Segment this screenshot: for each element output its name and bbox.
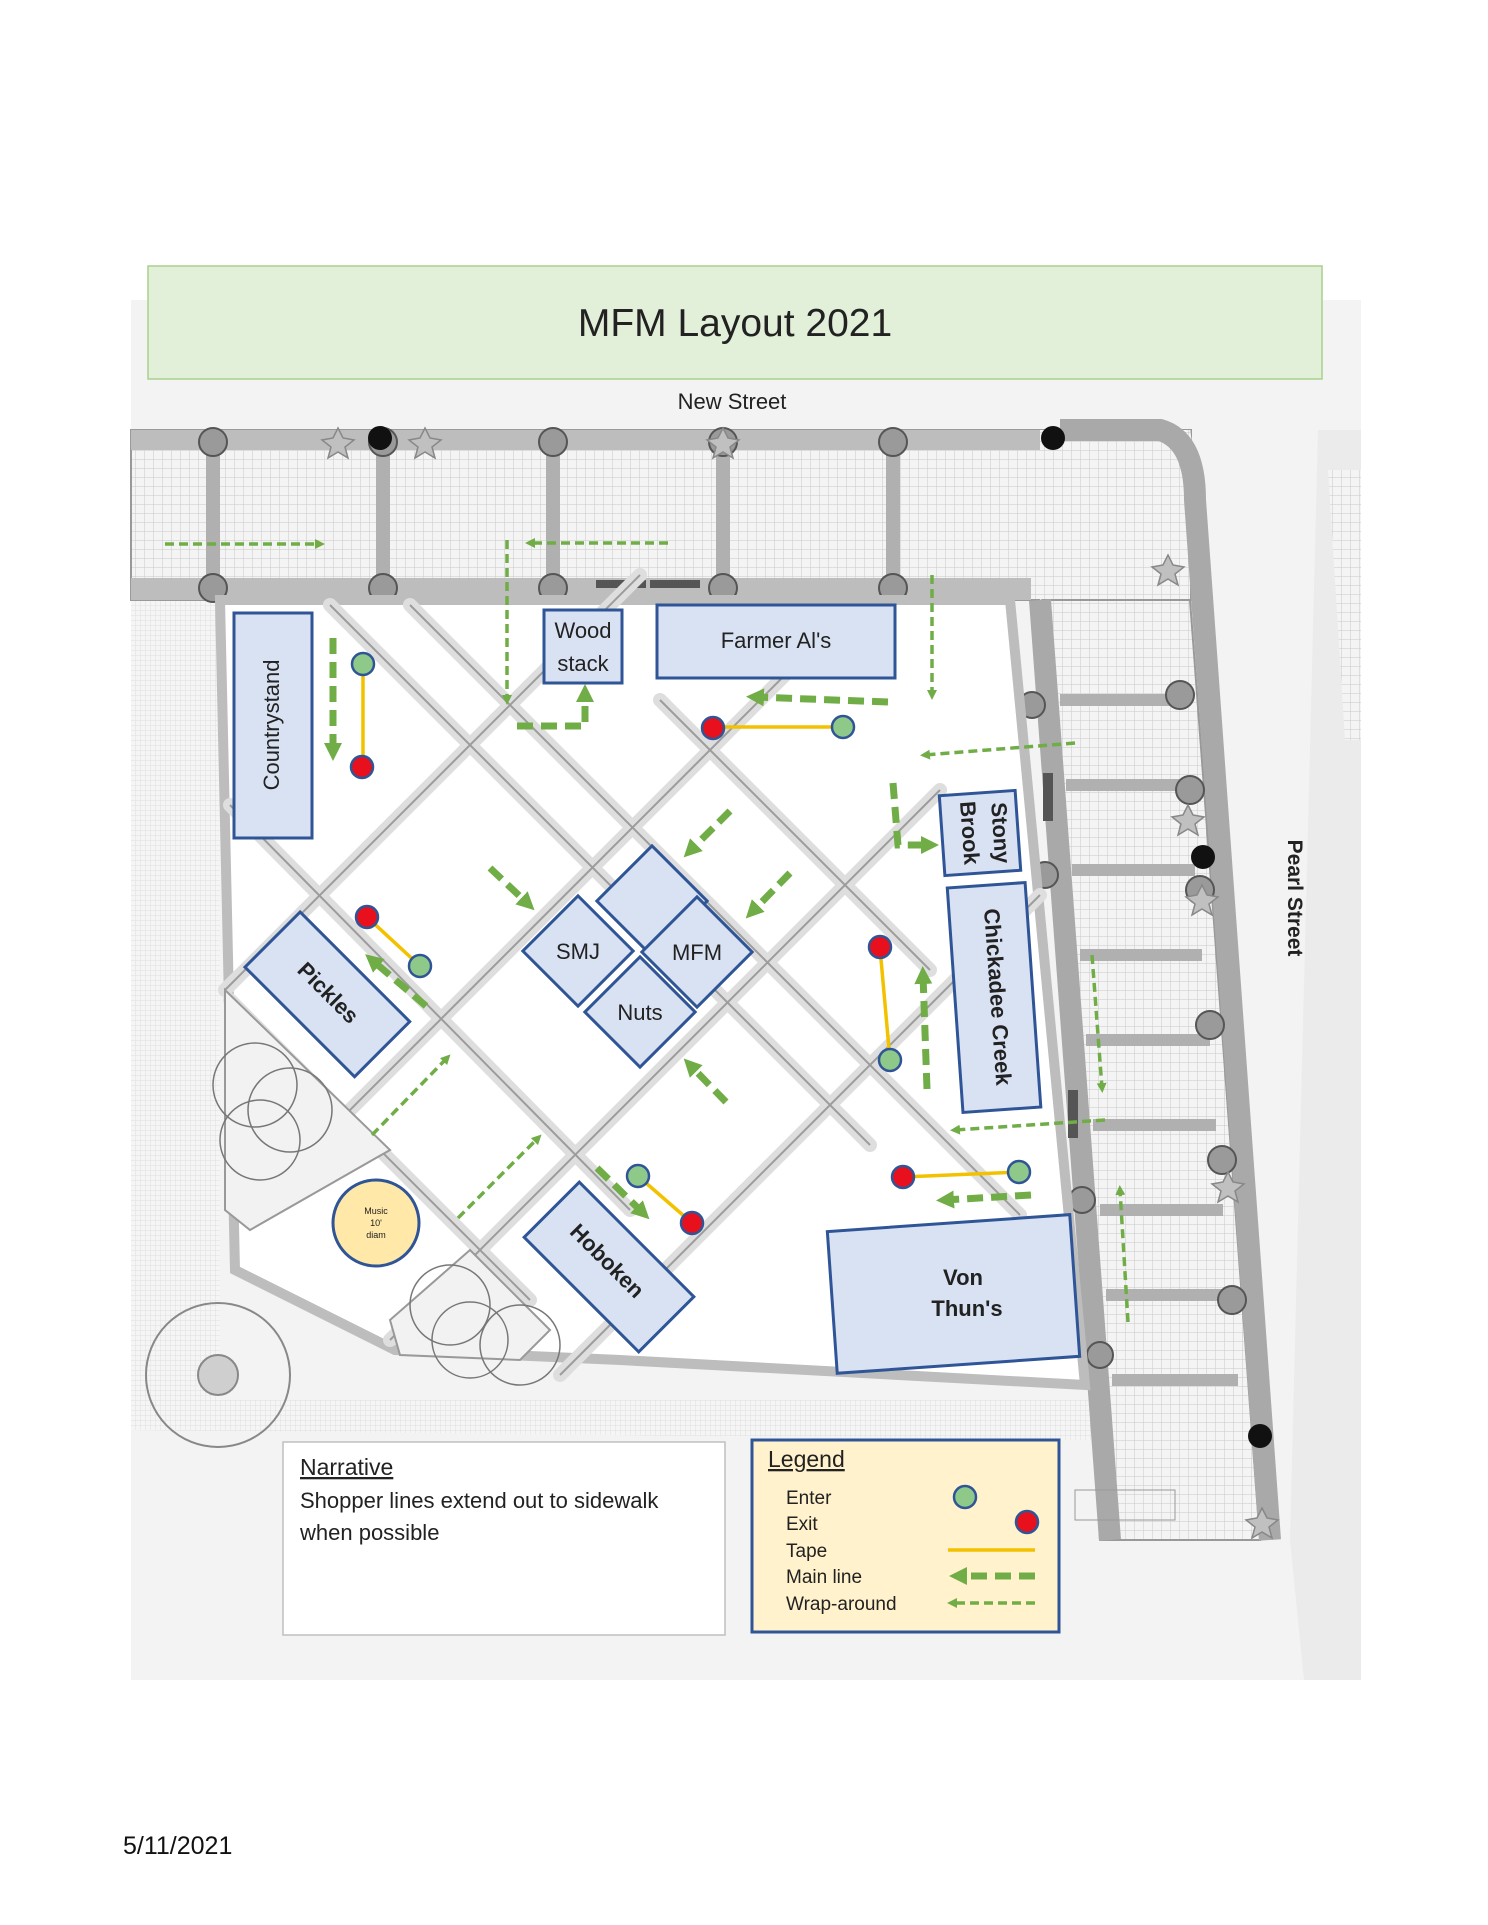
exit-dot-icon [890,1164,916,1190]
booth-label: MFM [672,940,722,965]
main-arrow [936,1190,1032,1209]
booth-chickadee-creek[interactable]: Chickadee Creek [945,880,1043,1115]
booth-label-line1: Von [943,1265,983,1290]
exit-dot-icon [679,1210,705,1236]
title-band [147,265,1323,380]
booth-pickles[interactable]: Pickles [242,909,412,1079]
booth-wood-stack[interactable]: Wood stack [542,608,624,685]
enter-dot-icon [877,1047,903,1073]
exit-dot-icon [867,934,893,960]
music-label-line2: 10' [370,1218,382,1228]
booth-label: Nuts [617,1000,662,1025]
narrative-line1: Shopper lines extend out to sidewalk [300,1488,659,1513]
tape-line [878,947,892,1061]
music-label-line3: diam [366,1230,386,1240]
legend-heading: Legend [768,1446,845,1472]
page-title: MFM Layout 2021 [578,302,892,345]
main-arrow [487,865,535,911]
booth-label-line1: Stony [986,802,1015,865]
booth-stony-brook[interactable]: Stony Brook [937,788,1023,878]
legend-label-main-line: Main line [786,1567,862,1588]
legend-label-wrap-around: Wrap-around [786,1594,897,1615]
booth-farmer-als[interactable]: Farmer Al's [655,603,897,680]
main-arrow [683,808,733,858]
legend-label-enter: Enter [786,1488,832,1509]
booth-label-line2: Brook [955,800,984,866]
wrap-arrow [950,1118,1106,1135]
document-date: 5/11/2021 [123,1832,233,1860]
booth-smj[interactable]: SMJ [520,893,636,1009]
wrap-arrow [920,741,1076,760]
legend-label-tape: Tape [786,1541,827,1562]
main-arrow [914,966,933,1090]
main-arrow [745,870,793,919]
booth-label: Countrystand [259,660,284,791]
exit-dot-icon [349,754,375,780]
enter-dot-icon [1006,1159,1032,1185]
booths: Countrystand Wood stack Farmer Al's Ston… [232,603,1082,1375]
booth-label-line2: stack [557,651,609,676]
wrap-around-arrows [165,538,1130,1323]
enter-dot-icon [350,651,376,677]
enter-dot-icon [625,1163,651,1189]
narrative-box: Narrative Shopper lines extend out to si… [282,1441,726,1636]
enter-dot-icon [407,953,433,979]
booth-hoboken[interactable]: Hoboken [522,1180,696,1354]
booth-von-thuns[interactable]: Von Thun's [825,1213,1082,1375]
music-label-line1: Music [364,1206,388,1216]
booth-label: SMJ [556,939,600,964]
enter-dot-icon [830,714,856,740]
main-line-arrows [324,638,1032,1220]
wrap-arrow [1090,954,1107,1093]
booth-mfm[interactable]: MFM [639,894,755,1010]
wrap-arrow [456,1134,542,1220]
queue-markers [349,651,1032,1236]
exit-dot-icon [354,904,380,930]
main-arrow [594,1165,650,1220]
music-area: Music 10' diam [331,1178,421,1268]
wrap-arrow [1115,1185,1130,1323]
narrative-line2: when possible [299,1520,439,1545]
tape-line [902,1170,1020,1179]
narrative-heading: Narrative [300,1454,393,1480]
legend-box: Legend Enter Exit Tape Main line Wrap-ar… [750,1438,1061,1634]
street-label-east: Pearl Street [1283,840,1306,957]
exit-dot-icon [1014,1509,1040,1535]
enter-dot-icon [952,1484,978,1510]
main-arrow [365,954,429,1009]
street-label-north: New Street [678,389,787,414]
main-arrow [746,688,889,707]
exit-dot-icon [700,715,726,741]
booth-label: Farmer Al's [721,628,832,653]
booth-label-line2: Thun's [931,1296,1002,1321]
booth-nuts[interactable]: Nuts [582,954,698,1070]
main-arrow [889,782,939,854]
booth-countrystand[interactable]: Countrystand [232,611,314,840]
wrap-arrow [370,1054,451,1137]
booth-label-line1: Wood [554,618,611,643]
legend-label-exit: Exit [786,1514,818,1535]
main-arrow [683,1058,729,1105]
